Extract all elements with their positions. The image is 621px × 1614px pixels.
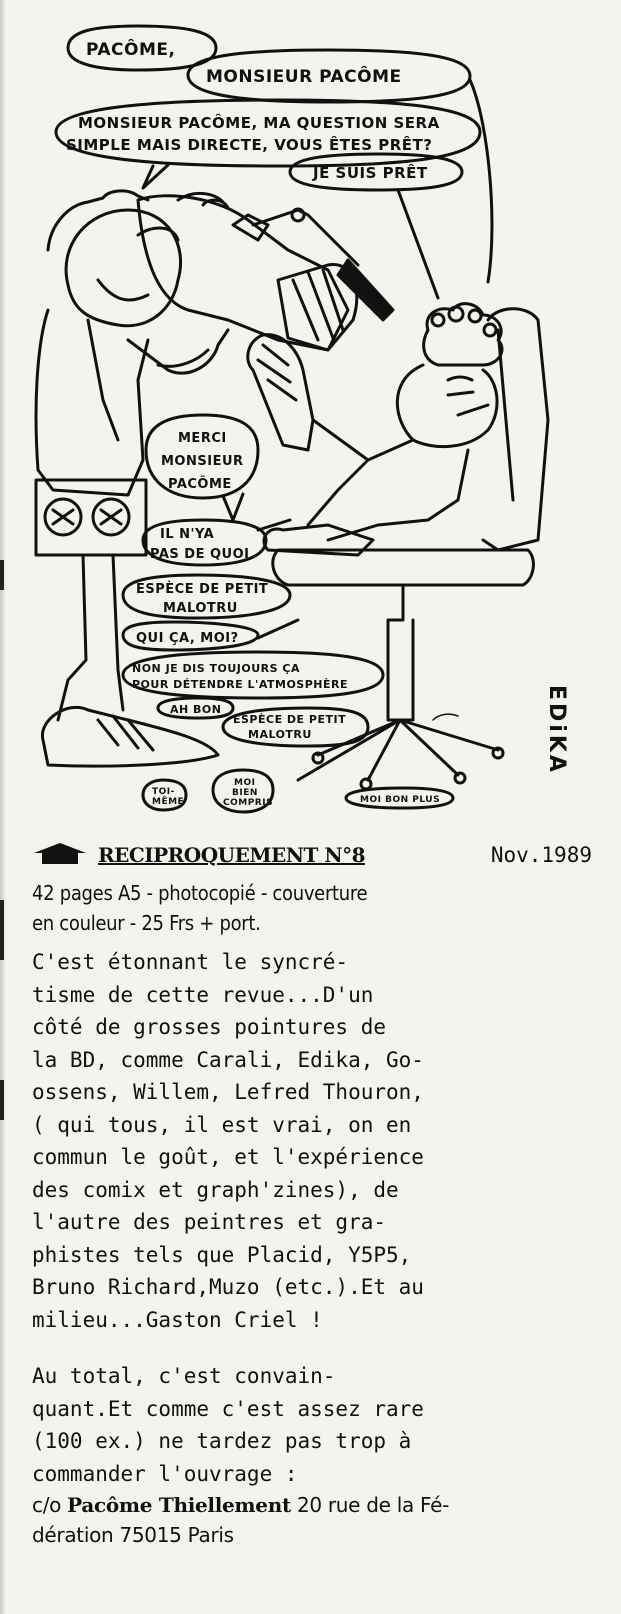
scan-edge-mark [0, 900, 4, 960]
bubble-text: MALOTRU [163, 601, 238, 616]
speech-bubble [221, 706, 370, 748]
arrow-house-icon [34, 843, 86, 864]
bubble-text: PAS DE QUOI [150, 547, 249, 562]
review-paragraph: C'est étonnant le syncré- tisme de cette… [32, 950, 424, 1332]
bubble-text: MOI BON PLUS [360, 795, 440, 805]
bubble-text: JE SUIS PRÊT [312, 163, 428, 182]
bubble-text: ESPÈCE DE PETIT [233, 713, 346, 726]
address-city: dération 75015 Paris [32, 1523, 234, 1547]
review-date: Nov.1989 [490, 843, 592, 867]
specs-line: 42 pages A5 - photocopié - couverture [32, 881, 368, 905]
speech-bubble [211, 768, 275, 814]
specs-line: en couleur - 25 Frs + port. [32, 911, 261, 935]
bubble-text: MOI [234, 778, 255, 788]
speech-bubble [141, 518, 268, 567]
address-street: 20 rue de la Fé- [290, 1493, 449, 1517]
bubble-text: PACÔME [168, 476, 232, 492]
review-article: RECIPROQUEMENT N°8 Nov.1989 42 pages A5 … [32, 840, 592, 1550]
speech-bubble [121, 620, 260, 652]
bubble-text: BIEN [232, 788, 258, 798]
review-headline: RECIPROQUEMENT N°8 Nov.1989 [32, 840, 592, 876]
bubble-text: PACÔME, [86, 38, 175, 60]
artist-signature: EDiKA [544, 685, 569, 775]
speech-bubble [288, 152, 464, 192]
bubble-text: MALOTRU [248, 728, 312, 741]
speech-bubble [121, 650, 385, 700]
scan-edge-mark [0, 1080, 4, 1120]
speech-bubble [66, 24, 218, 72]
bubble-text: MÊME [152, 795, 184, 807]
speech-bubble [141, 778, 188, 812]
bubble-text: NON JE DIS TOUJOURS ÇA [132, 662, 300, 675]
bubble-text: IL N'YA [160, 527, 214, 542]
bubble-text: COMPRIS [223, 798, 273, 808]
publication-specs: 42 pages A5 - photocopié - couverture en… [32, 878, 592, 938]
address-prefix: c/o [32, 1493, 68, 1517]
bubble-text: ESPÈCE DE PETIT [136, 581, 268, 597]
page-left-edge [0, 0, 6, 1614]
review-paragraph: Au total, c'est convain- quant.Et comme … [32, 1364, 424, 1486]
bubble-text: TOI- [152, 787, 175, 797]
scan-edge-mark [0, 560, 4, 590]
bubble-text: MONSIEUR [161, 454, 244, 469]
bubble-text: POUR DÉTENDRE L'ATMOSPHÈRE [132, 678, 348, 691]
speech-bubble [121, 573, 292, 620]
bubble-text: SIMPLE MAIS DIRECTE, VOUS ÊTES PRÊT? [66, 135, 433, 154]
contact-address: c/o Pacôme Thiellement 20 rue de la Fé- … [32, 1490, 592, 1550]
bubble-text: AH BON [170, 703, 222, 716]
speech-bubble [344, 786, 455, 810]
bubble-text: MONSIEUR PACÔME, MA QUESTION SERA [78, 113, 440, 132]
bubble-text: QUI ÇA, MOI? [136, 631, 239, 646]
comic-illustration: PACÔME, MONSIEUR PACÔME MONSIEUR PACÔME,… [28, 20, 596, 835]
bubble-text: MERCI [178, 431, 227, 446]
speech-bubble [156, 696, 235, 720]
address-name: Pacôme Thiellement [67, 1493, 291, 1517]
speech-bubble [144, 413, 260, 500]
bubble-text: MONSIEUR PACÔME [206, 65, 402, 87]
speech-bubble [54, 98, 482, 168]
review-title: RECIPROQUEMENT N°8 [98, 843, 366, 867]
